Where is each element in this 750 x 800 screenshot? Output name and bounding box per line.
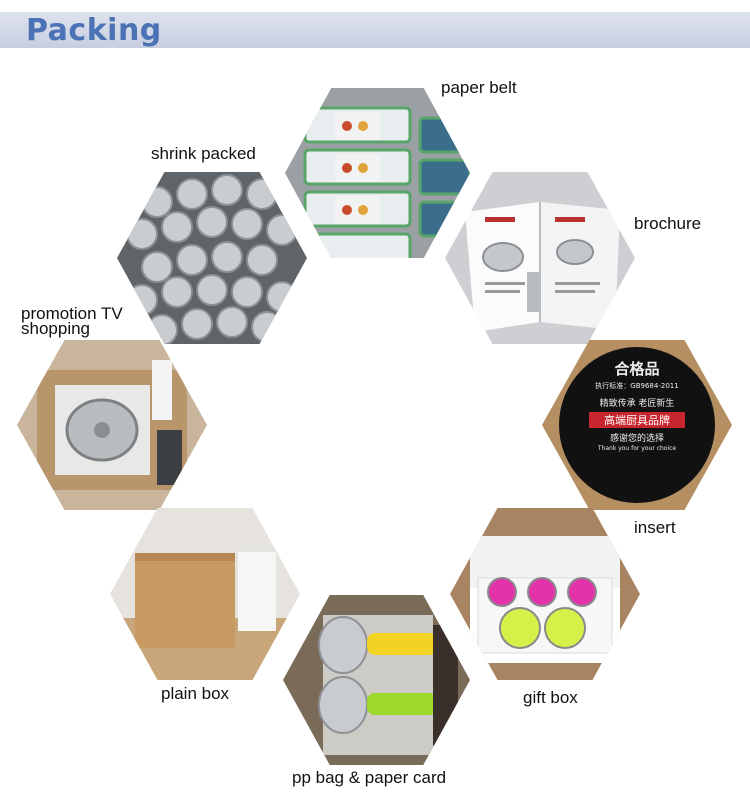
plain-box-photo bbox=[110, 508, 300, 680]
paper-belt-photo bbox=[285, 88, 470, 258]
gift-box-photo bbox=[450, 508, 640, 680]
pp-bag-photo bbox=[283, 595, 470, 765]
insert-image: 合格品 执行标准：GB9684-2011 精致传承 老匠新生 高端厨具品牌 感谢… bbox=[542, 340, 732, 510]
pp-bag-image bbox=[283, 595, 470, 765]
brochure-image bbox=[445, 172, 635, 344]
shrink-packed-image bbox=[117, 172, 307, 344]
promotion-tv-shopping-image bbox=[17, 340, 207, 510]
paper-belt-image bbox=[285, 88, 470, 258]
shrink-packed-label: shrink packed bbox=[151, 144, 256, 163]
promotion-tv-shopping-photo bbox=[17, 340, 207, 510]
paper-belt-label: paper belt bbox=[441, 78, 517, 97]
insert-card-line5: Thank you for your choice bbox=[597, 445, 677, 452]
gift-box-label: gift box bbox=[523, 688, 578, 707]
insert-card-line1: 执行标准：GB9684-2011 bbox=[595, 382, 679, 390]
promotion-tv-label-line1: promotion TV bbox=[21, 304, 123, 323]
promotion-tv-label-line2: shopping bbox=[21, 319, 91, 338]
insert-card-text: 合格品 执行标准：GB9684-2011 精致传承 老匠新生 高端厨具品牌 感谢… bbox=[542, 358, 732, 452]
header-bar: Packing bbox=[0, 12, 750, 48]
insert-card-line2: 精致传承 老匠新生 bbox=[599, 399, 675, 409]
insert-label: insert bbox=[634, 518, 676, 537]
plain-box-image bbox=[110, 508, 300, 680]
page-title: Packing bbox=[26, 13, 162, 48]
plain-box-label: plain box bbox=[161, 684, 230, 703]
brochure-label: brochure bbox=[634, 214, 702, 233]
brochure-photo bbox=[445, 172, 635, 344]
gift-box-image bbox=[450, 508, 640, 680]
shrink-packed-photo bbox=[117, 172, 307, 344]
pp-bag-label: pp bag & paper card bbox=[292, 768, 447, 787]
insert-card-line3: 高端厨具品牌 bbox=[589, 412, 685, 428]
insert-card-title: 合格品 bbox=[614, 360, 660, 378]
insert-card-line4: 感谢您的选择 bbox=[609, 434, 664, 444]
